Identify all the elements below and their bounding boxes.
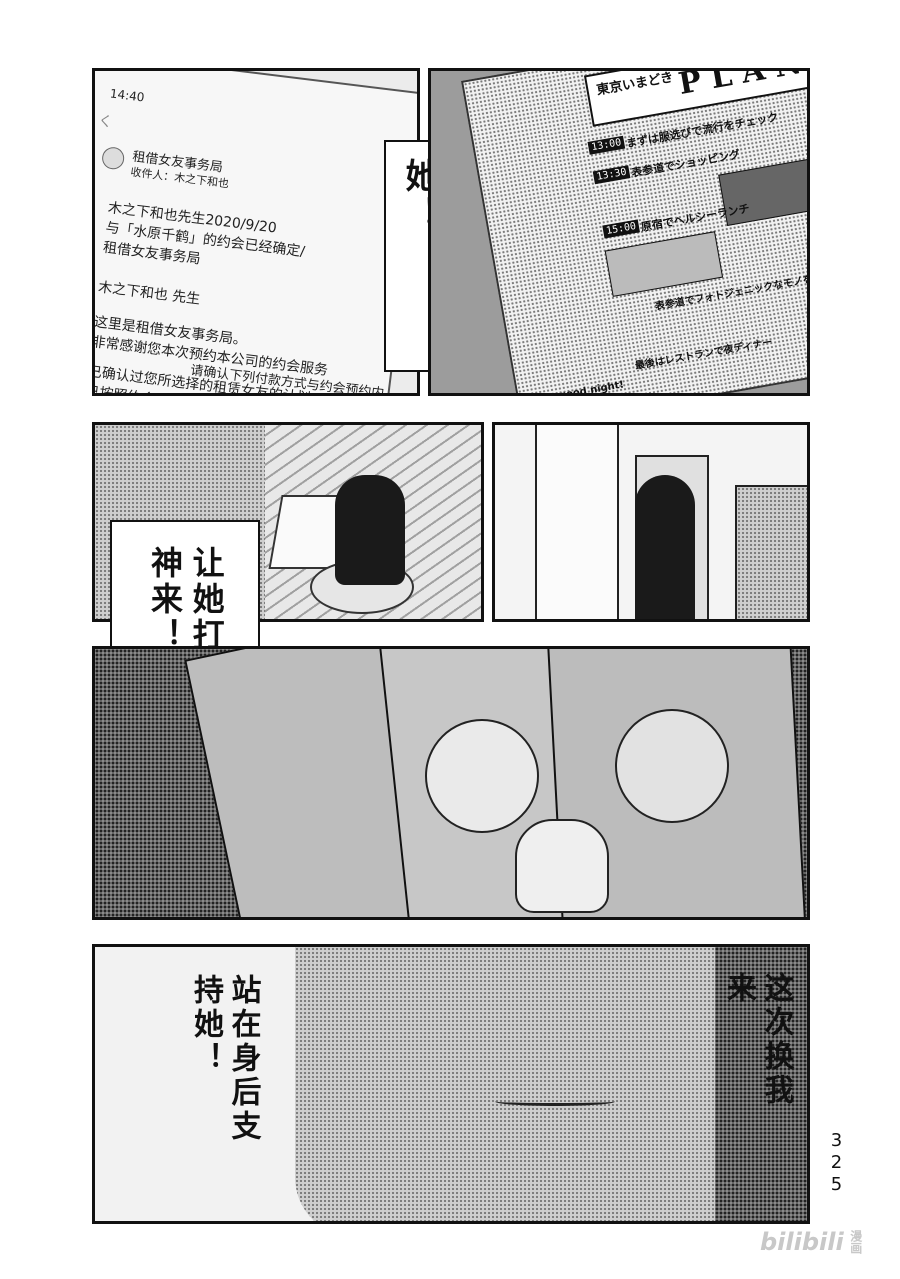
- bilibili-logo-text: bilibili: [760, 1228, 844, 1256]
- speech-bubble-my-turn: 这次换我来: [716, 960, 798, 1110]
- back-chevron-icon: く: [97, 113, 114, 131]
- time-badge-1: 13:00: [587, 135, 626, 155]
- page-number: 325: [826, 1130, 847, 1196]
- panel-magazine: 東京いまどき PLAN 13:00 まずは服选びで流行をチェック 13:30 表…: [428, 68, 810, 396]
- avatar: [100, 145, 126, 171]
- plan-title: PLAN: [675, 68, 810, 102]
- lunch-photo: [604, 231, 724, 297]
- speech-bubble-support: 站在身后支持她！: [176, 964, 272, 1164]
- phone-time: 14:40: [109, 86, 146, 105]
- bilibili-logo: bilibili 漫画: [760, 1228, 865, 1256]
- email-line-4: 木之下和也 先生: [97, 279, 201, 308]
- magazine-footer: good night!: [558, 379, 625, 396]
- plan-row-3: 原宿でヘルシーランチ: [640, 201, 751, 234]
- time-badge-3: 15:00: [602, 219, 641, 239]
- panel-face: [92, 944, 810, 1224]
- atm-machine-2: [735, 485, 807, 619]
- character-figure: [335, 475, 405, 585]
- character-back: [635, 475, 695, 619]
- bubble-text: 这次换我来: [721, 972, 794, 1108]
- magazine-pages: 東京いまどき PLAN 13:00 まずは服选びで流行をチェック 13:30 表…: [461, 68, 810, 396]
- door-frame: [535, 425, 619, 619]
- panel-money: [92, 646, 810, 920]
- magazine-title: 東京いまどき: [595, 70, 675, 99]
- watermark-circle: [425, 719, 539, 833]
- mouth: [495, 1097, 615, 1106]
- hair: [715, 947, 807, 1221]
- time-badge-2: 13:30: [592, 165, 631, 185]
- panel-phone: 14:40 く 租借女友事务局 收件人：木之下和也 木之下和也先生2020/9/…: [92, 68, 420, 396]
- watermark-circle: [615, 709, 729, 823]
- bubble-text: 站在身后支持她！: [188, 974, 261, 1144]
- phone-screen: 14:40 く 租借女友事务局 收件人：木之下和也 木之下和也先生2020/9/…: [95, 71, 417, 393]
- hand: [515, 819, 609, 913]
- panel-atm: [492, 422, 810, 622]
- bilibili-logo-sub: 漫画: [848, 1230, 863, 1254]
- plan-row-5: 最後はレストランで夜ディナー: [634, 336, 774, 372]
